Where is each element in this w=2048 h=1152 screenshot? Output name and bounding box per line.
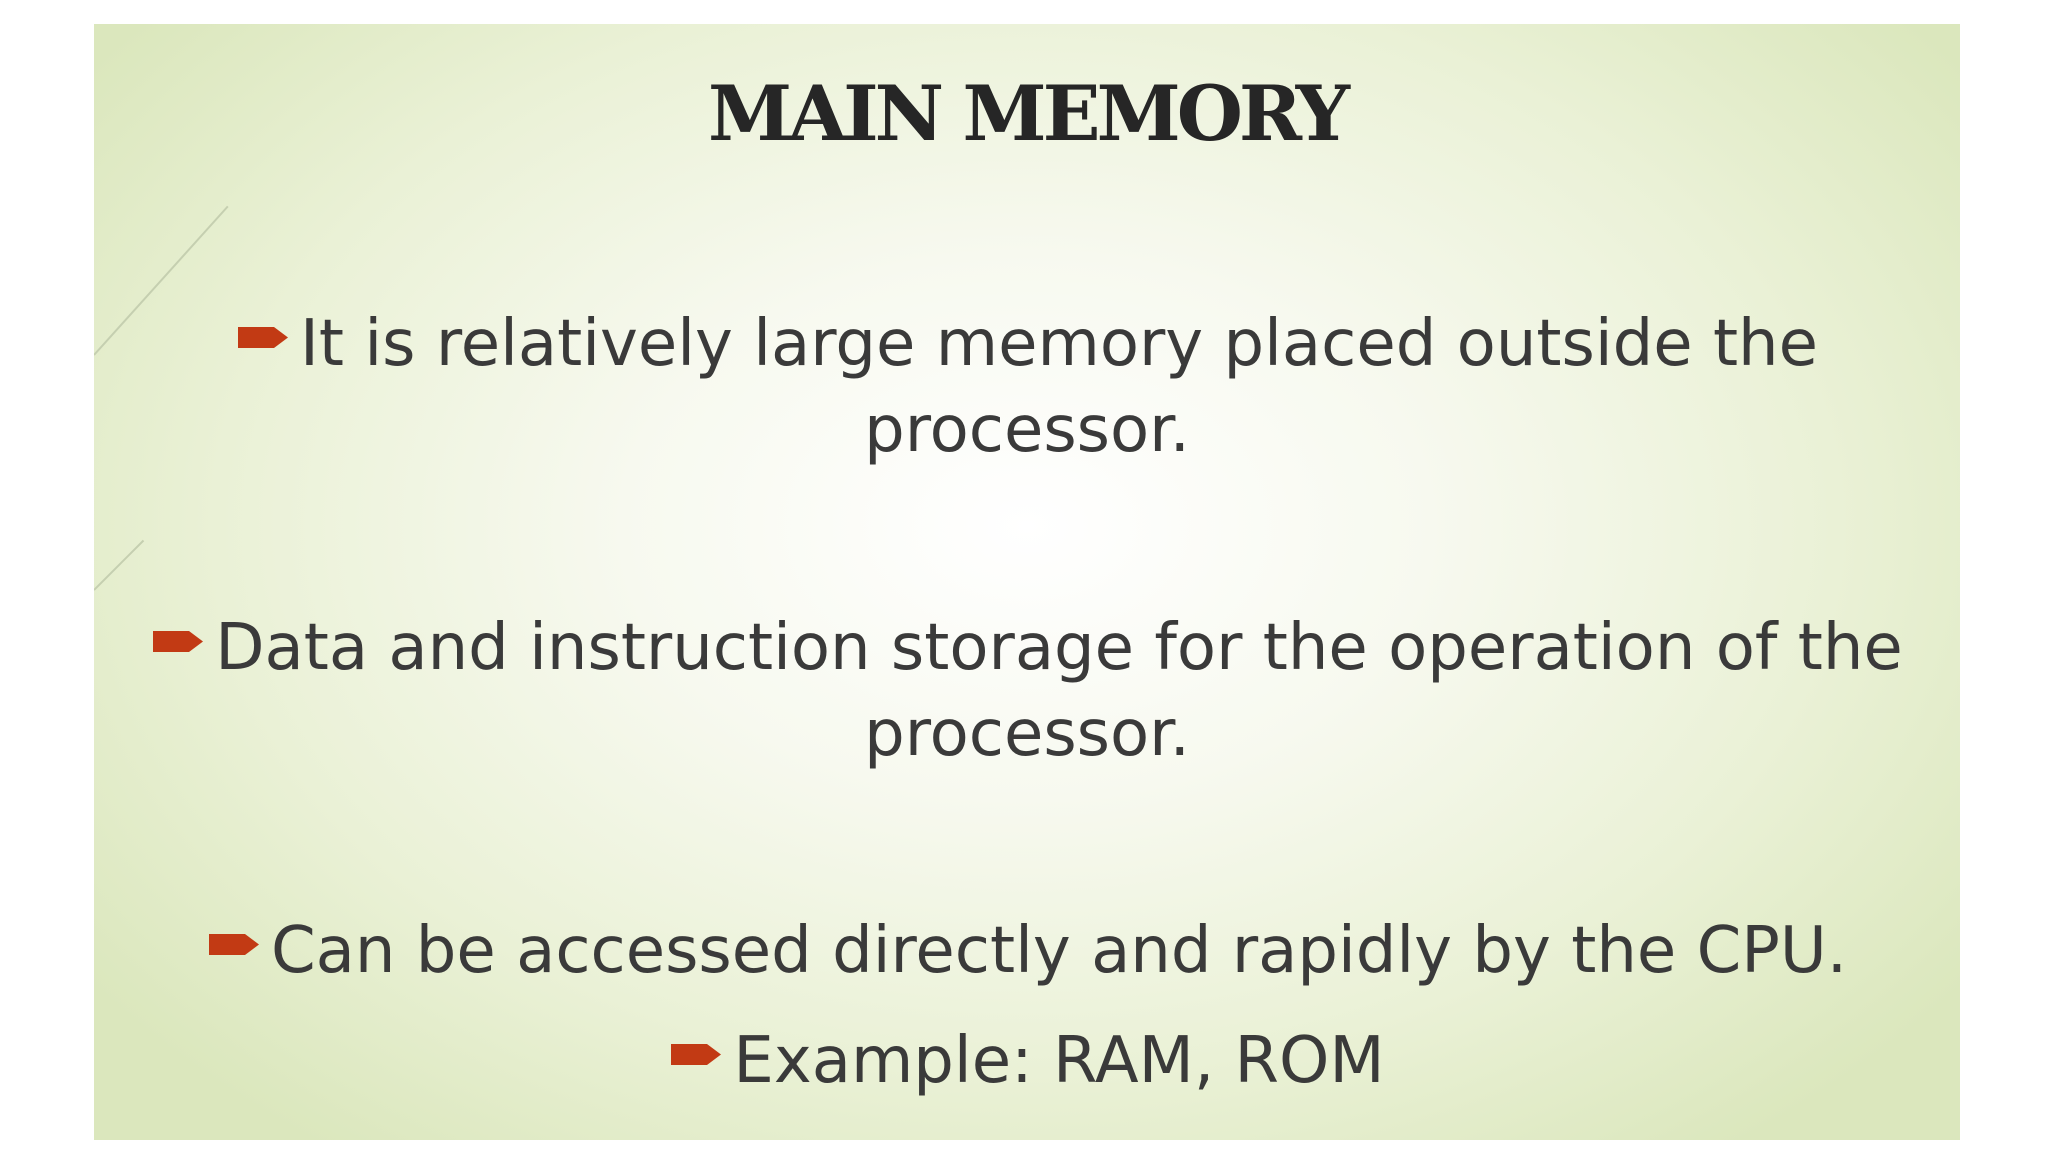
bullet-item: Example: RAM, ROM bbox=[94, 1018, 1960, 1104]
slide-title: MAIN MEMORY bbox=[707, 69, 1350, 158]
bullet-text: It is relatively large memory placed out… bbox=[300, 307, 1818, 467]
arrow-bullet-icon bbox=[153, 631, 204, 652]
arrow-bullet-icon bbox=[238, 327, 289, 348]
bullet-text: Can be accessed directly and rapidly by … bbox=[270, 914, 1848, 988]
bullet-text: Example: RAM, ROM bbox=[733, 1024, 1385, 1098]
arrow-bullet-icon bbox=[208, 934, 259, 955]
bullet-item: Can be accessed directly and rapidly by … bbox=[94, 908, 1960, 994]
decorative-line bbox=[94, 539, 145, 591]
arrow-bullet-icon bbox=[671, 1044, 722, 1065]
bullet-item: It is relatively large memory placed out… bbox=[94, 301, 1960, 473]
bullet-item: Data and instruction storage for the ope… bbox=[94, 605, 1960, 777]
bullet-text: Data and instruction storage for the ope… bbox=[215, 611, 1903, 771]
slide: MAIN MEMORY It is relatively large memor… bbox=[94, 24, 1960, 1140]
